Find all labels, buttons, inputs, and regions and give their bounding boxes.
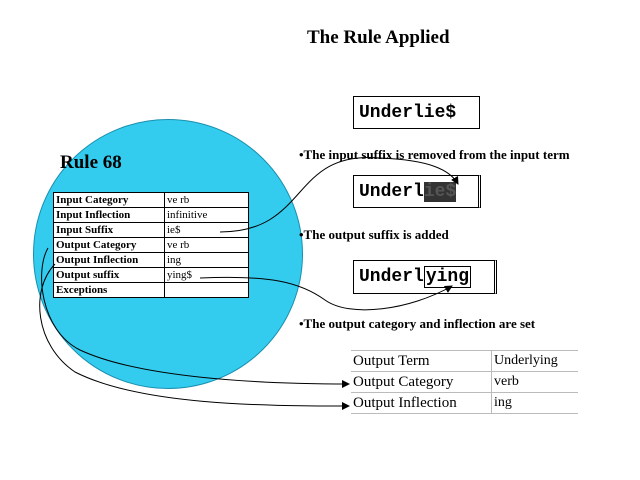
output-key: Output Inflection [351, 392, 492, 414]
table-row: Exceptions [53, 282, 249, 298]
rule-value: ve rb [164, 237, 249, 253]
rule-key: Output Inflection [53, 252, 165, 268]
table-row: Input Inflection infinitive [53, 207, 249, 223]
rule-value: ing [164, 252, 249, 268]
page-title: The Rule Applied [307, 27, 450, 48]
table-row: Output Inflection ing [53, 252, 249, 268]
rule-key: Output Category [53, 237, 165, 253]
rule-key: Input Category [53, 192, 165, 208]
rule-value: ie$ [164, 222, 249, 238]
rule-value [164, 282, 249, 298]
output-table: Output Term Underlying Output Category v… [351, 350, 578, 414]
rule-value: ve rb [164, 192, 249, 208]
result-stem: Underl [359, 267, 424, 287]
arrow-output-category [41, 247, 350, 388]
output-value: ing [491, 392, 578, 414]
rule-table: Input Category ve rb Input Inflection in… [53, 192, 249, 298]
table-row: Input Category ve rb [53, 192, 249, 208]
rule-key: Input Suffix [53, 222, 165, 238]
rule-value: ying$ [164, 267, 249, 283]
removed-suffix: ie$ [423, 182, 457, 202]
bullet-remove-suffix: •The input suffix is removed from the in… [299, 147, 570, 162]
table-row: Output Category verb [351, 371, 578, 393]
rule-label: Rule 68 [60, 152, 122, 173]
arrow-output-suffix [199, 276, 453, 311]
stripped-term-box: Underlie$ [353, 175, 481, 208]
bullet-add-suffix: •The output suffix is added [299, 227, 449, 242]
output-key: Output Term [351, 350, 492, 372]
original-term-box: Underlie$ [353, 96, 480, 129]
table-row: Output Inflection ing [351, 392, 578, 414]
table-row: Input Suffix ie$ [53, 222, 249, 238]
arrow-output-inflection [39, 263, 350, 410]
rule-key: Exceptions [53, 282, 165, 298]
rule-key: Output suffix [53, 267, 165, 283]
rule-key: Input Inflection [53, 207, 165, 223]
table-row: Output Category ve rb [53, 237, 249, 253]
table-row: Output Term Underlying [351, 350, 578, 372]
bullet-set-category: •The output category and inflection are … [299, 316, 536, 331]
output-value: Underlying [491, 350, 578, 372]
added-suffix: ying [423, 266, 472, 288]
table-row: Output suffix ying$ [53, 267, 249, 283]
stripped-stem: Underl [359, 182, 424, 202]
output-key: Output Category [351, 371, 492, 393]
original-term: Underlie$ [359, 103, 457, 123]
rule-value: infinitive [164, 207, 249, 223]
arrow-input-suffix [219, 156, 459, 233]
output-value: verb [491, 371, 578, 393]
